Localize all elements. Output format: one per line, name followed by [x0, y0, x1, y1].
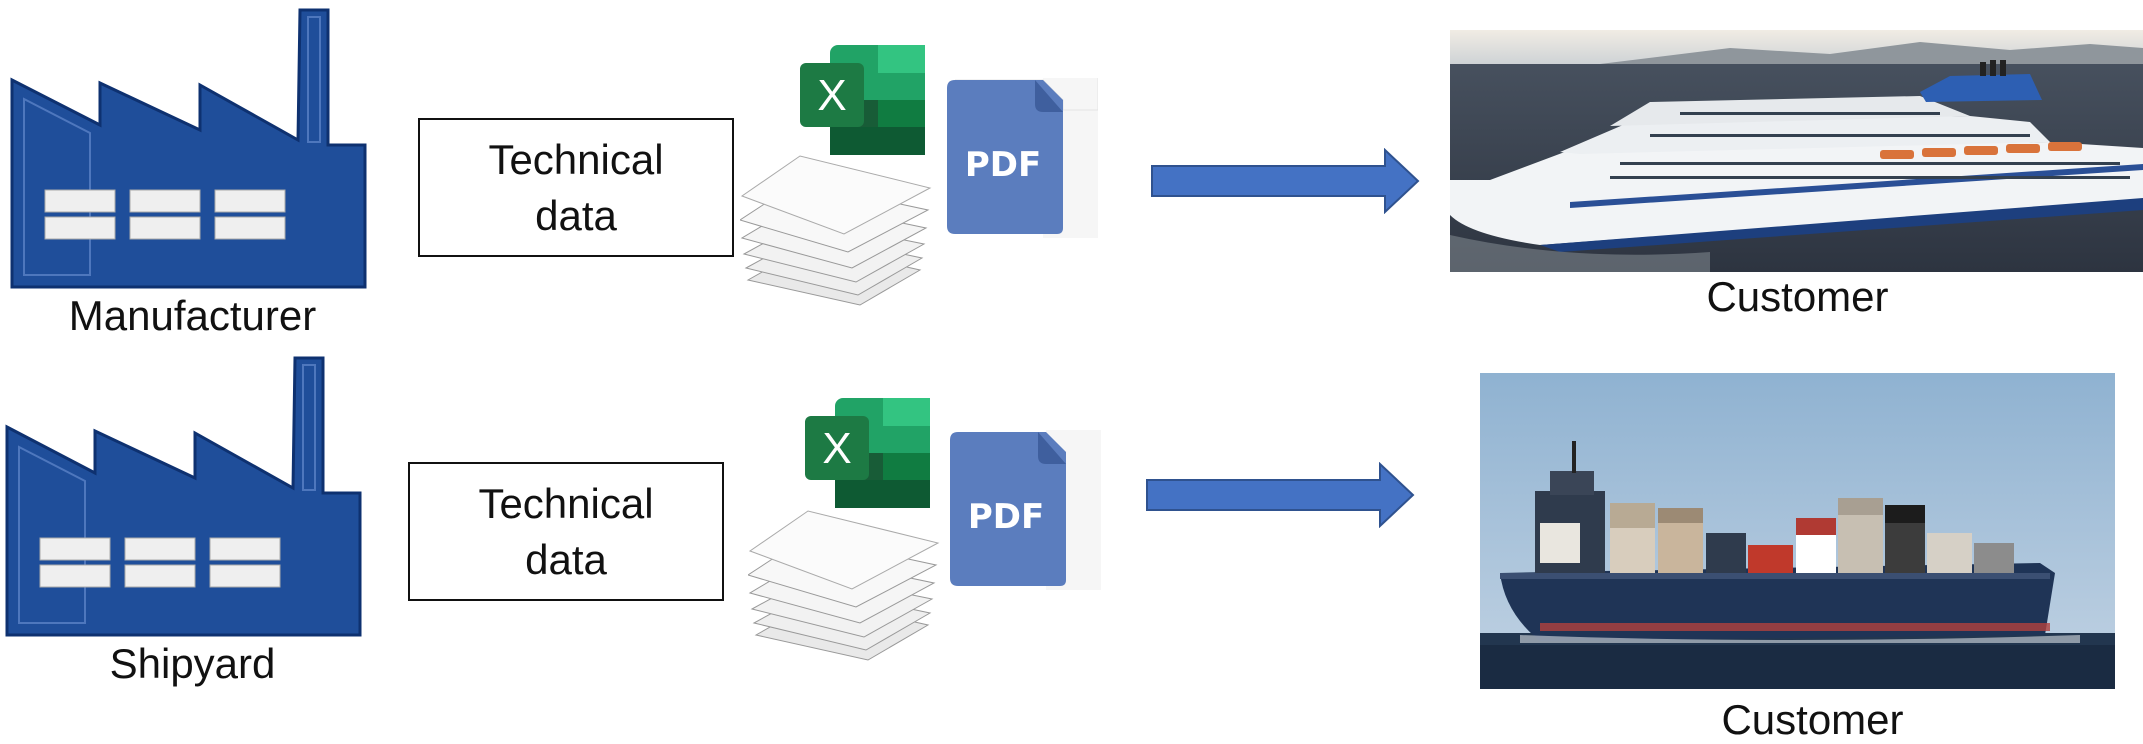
pdf-file-icon: PDF — [943, 78, 1098, 238]
technical-data-line2: data — [525, 535, 607, 583]
technical-data-box: Technical data — [408, 462, 724, 601]
excel-letter: X — [822, 424, 851, 473]
shipyard-label: Shipyard — [109, 640, 276, 687]
cruise-ship-picture — [1450, 30, 2143, 272]
technical-data-box: Technical data — [418, 118, 734, 257]
pdf-file-icon: PDF — [946, 430, 1101, 590]
customer-label-1: Customer — [1706, 273, 1889, 320]
factory-icon — [5, 355, 365, 640]
container-ship-picture — [1480, 373, 2115, 689]
manufacturer-label: Manufacturer — [68, 292, 317, 339]
factory-icon — [10, 5, 370, 290]
excel-icon: X — [805, 398, 930, 508]
paper-stack-icon — [748, 505, 943, 665]
paper-stack-icon — [740, 150, 935, 310]
arrow-right-icon — [1145, 462, 1415, 528]
technical-data-line2: data — [535, 191, 617, 239]
customer-label-2: Customer — [1721, 696, 1904, 743]
pdf-label: PDF — [965, 145, 1041, 185]
technical-data-line1: Technical — [478, 479, 654, 527]
excel-letter: X — [817, 71, 846, 120]
excel-icon: X — [800, 45, 925, 155]
arrow-right-icon — [1150, 148, 1420, 214]
pdf-label: PDF — [968, 497, 1044, 537]
technical-data-line1: Technical — [488, 135, 664, 183]
